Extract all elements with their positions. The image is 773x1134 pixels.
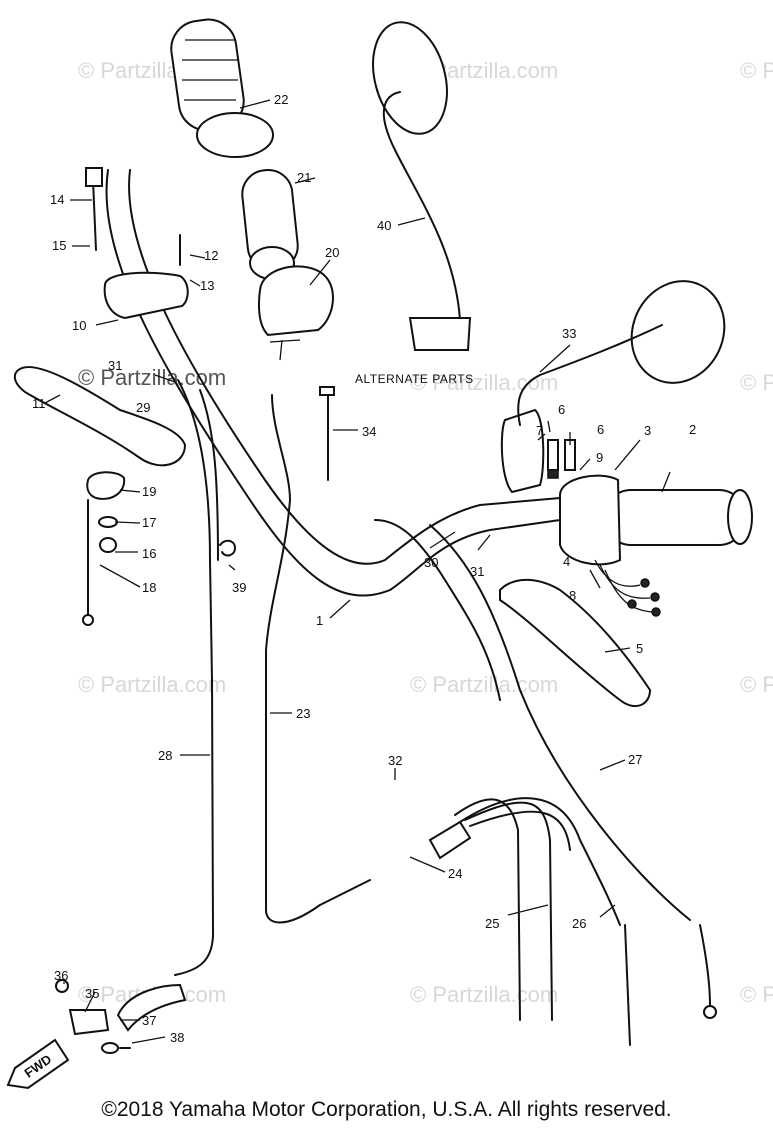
brake-cable — [429, 524, 691, 921]
callout-36: 36 — [54, 968, 68, 983]
callout-16: 16 — [142, 546, 156, 561]
clutch-cable-end — [55, 979, 187, 1054]
callout-20: 20 — [325, 245, 339, 260]
callout-11: 11 — [32, 396, 46, 411]
clamp-left — [103, 271, 189, 320]
callout-31a: 31 — [108, 358, 122, 373]
throttle-sleeve — [241, 169, 299, 280]
callout-28: 28 — [158, 748, 172, 763]
callout-2: 2 — [689, 422, 696, 437]
callout-24: 24 — [448, 866, 462, 881]
watermark: © Partzilla.com — [740, 370, 773, 395]
callout-21: 21 — [297, 170, 311, 185]
watermark: © Partzilla.com — [410, 370, 558, 395]
watermark: © Partzilla.com — [78, 672, 226, 697]
callout-22: 22 — [274, 92, 288, 107]
callout-9: 9 — [596, 450, 603, 465]
throttle-housing — [258, 265, 334, 361]
callout-leaders — [44, 99, 671, 1044]
callout-34: 34 — [362, 424, 376, 439]
copyright-notice: ©2018 Yamaha Motor Corporation, U.S.A. A… — [101, 1098, 672, 1121]
callout-19: 19 — [142, 484, 156, 499]
callout-37: 37 — [142, 1013, 156, 1028]
watermark: © Partzilla.com — [740, 58, 773, 83]
callout-18: 18 — [142, 580, 156, 595]
callout-25: 25 — [485, 916, 499, 931]
callout-7: 7 — [536, 423, 543, 438]
callout-29: 29 — [136, 400, 150, 415]
grip-left — [170, 18, 274, 158]
callout-6b: 6 — [597, 422, 604, 437]
callout-33: 33 — [562, 326, 576, 341]
callout-12: 12 — [204, 248, 218, 263]
callout-8: 8 — [569, 588, 576, 603]
callout-10: 10 — [72, 318, 86, 333]
callout-30: 30 — [424, 555, 438, 570]
callout-27: 27 — [628, 752, 642, 767]
alternate-parts-label: ALTERNATE PARTS — [355, 372, 474, 386]
lever-left — [13, 366, 187, 467]
callout-26: 26 — [572, 916, 586, 931]
handlebar-outline-inner — [128, 169, 561, 565]
watermark: © Partzilla.com — [740, 672, 773, 697]
mirror-alt — [372, 21, 472, 351]
callout-4: 4 — [563, 554, 570, 569]
wire-bundle — [594, 559, 661, 617]
callout-32: 32 — [388, 753, 402, 768]
callout-3: 3 — [644, 423, 651, 438]
clip-39 — [219, 539, 236, 557]
callout-23: 23 — [296, 706, 310, 721]
switch-right — [500, 408, 576, 494]
callout-14: 14 — [50, 192, 64, 207]
callout-5: 5 — [636, 641, 643, 656]
callout-40: 40 — [377, 218, 391, 233]
choke-cables — [428, 797, 717, 1046]
callout-1: 1 — [316, 613, 323, 628]
callout-13: 13 — [200, 278, 214, 293]
fwd-arrow: FWD — [6, 1038, 70, 1090]
callout-15: 15 — [52, 238, 66, 253]
mirror-right — [517, 280, 726, 426]
callout-31b: 31 — [470, 564, 484, 579]
watermark: © Partzilla.com — [410, 982, 558, 1007]
watermark-dark: © Partzilla.com — [78, 365, 226, 390]
lever-right — [499, 578, 652, 708]
callout-39: 39 — [232, 580, 246, 595]
callout-6a: 6 — [558, 402, 565, 417]
perch-left — [82, 471, 126, 626]
watermark: © Partzilla.com — [410, 672, 558, 697]
callout-17: 17 — [142, 515, 156, 530]
watermark-grid: © Partzilla.com © Partzilla.com © Partzi… — [78, 58, 773, 1007]
watermark: © Partzilla.com — [740, 982, 773, 1007]
callout-38: 38 — [170, 1030, 184, 1045]
callout-numbers: 1 2 3 4 5 6 6 7 8 9 10 11 12 13 14 15 16… — [32, 92, 696, 1045]
grip-right — [559, 474, 753, 566]
clutch-cable — [174, 379, 215, 976]
throttle-cable — [265, 394, 321, 924]
callout-35: 35 — [85, 986, 99, 1001]
